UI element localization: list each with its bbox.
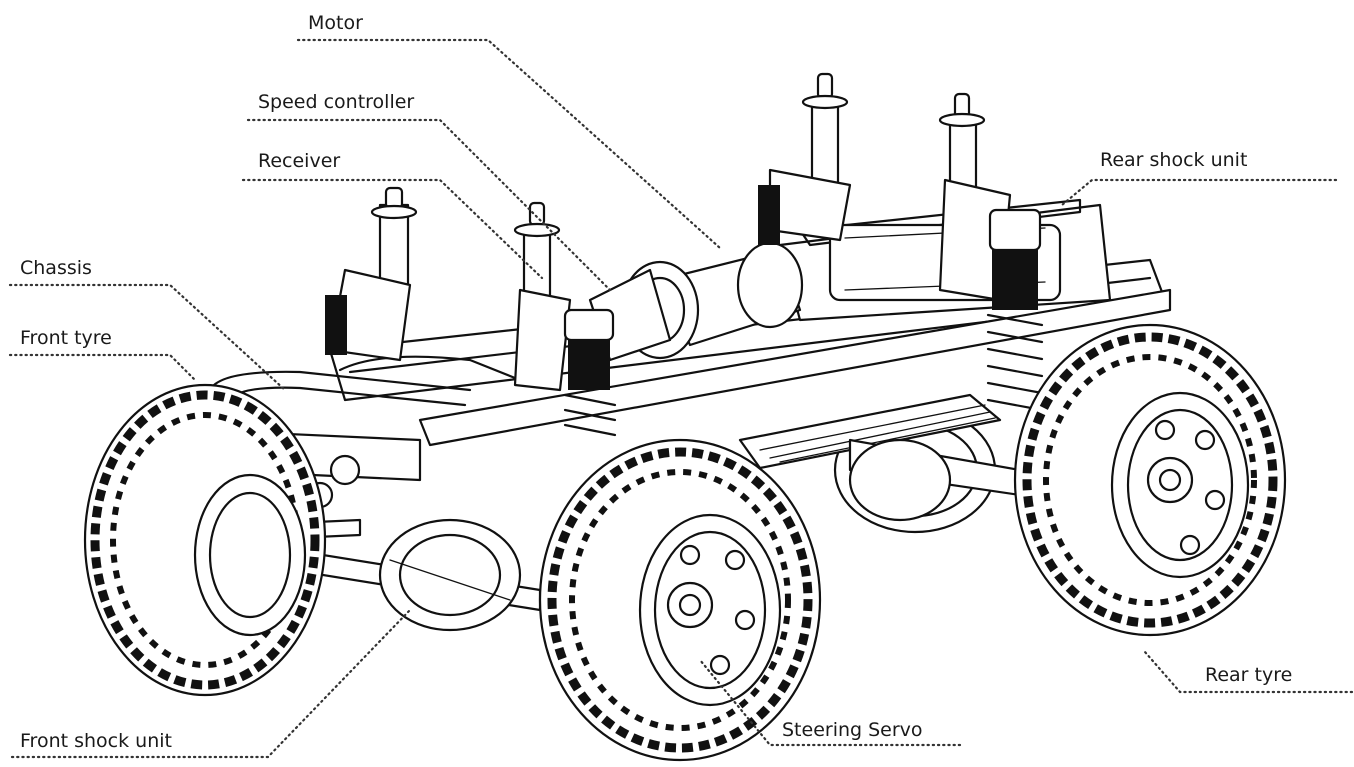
leader-steering-servo [698,658,962,747]
label-rear-tyre: Rear tyre [1205,664,1292,686]
leader-receiver [241,178,544,280]
label-front-shock-unit: Front shock unit [20,730,172,752]
label-receiver: Receiver [258,150,340,172]
callout-labels: Motor Speed controller Receiver Rear sho… [20,12,1292,752]
leader-speed-controller [246,118,612,292]
leader-front-tyre [8,353,197,382]
leader-chassis [8,283,287,392]
front-shocks [325,186,617,437]
vehicle-illustration [83,72,1287,762]
label-front-tyre: Front tyre [20,327,112,349]
label-motor: Motor [308,12,363,34]
label-speed-controller: Speed controller [258,91,414,113]
label-rear-shock-unit: Rear shock unit [1100,149,1247,171]
leader-rear-tyre [1143,650,1354,694]
rear-axle [848,438,1022,522]
front-right-tyre [538,438,822,762]
leader-motor [296,38,722,250]
rear-right-tyre [1013,323,1287,637]
rear-shocks [758,72,1044,412]
leader-rear-shock-unit [1060,178,1338,207]
label-chassis: Chassis [20,257,92,279]
leader-front-shock-unit [10,608,412,759]
label-steering-servo: Steering Servo [782,719,923,741]
leader-lines [8,38,1354,759]
front-left-tyre [83,383,327,697]
